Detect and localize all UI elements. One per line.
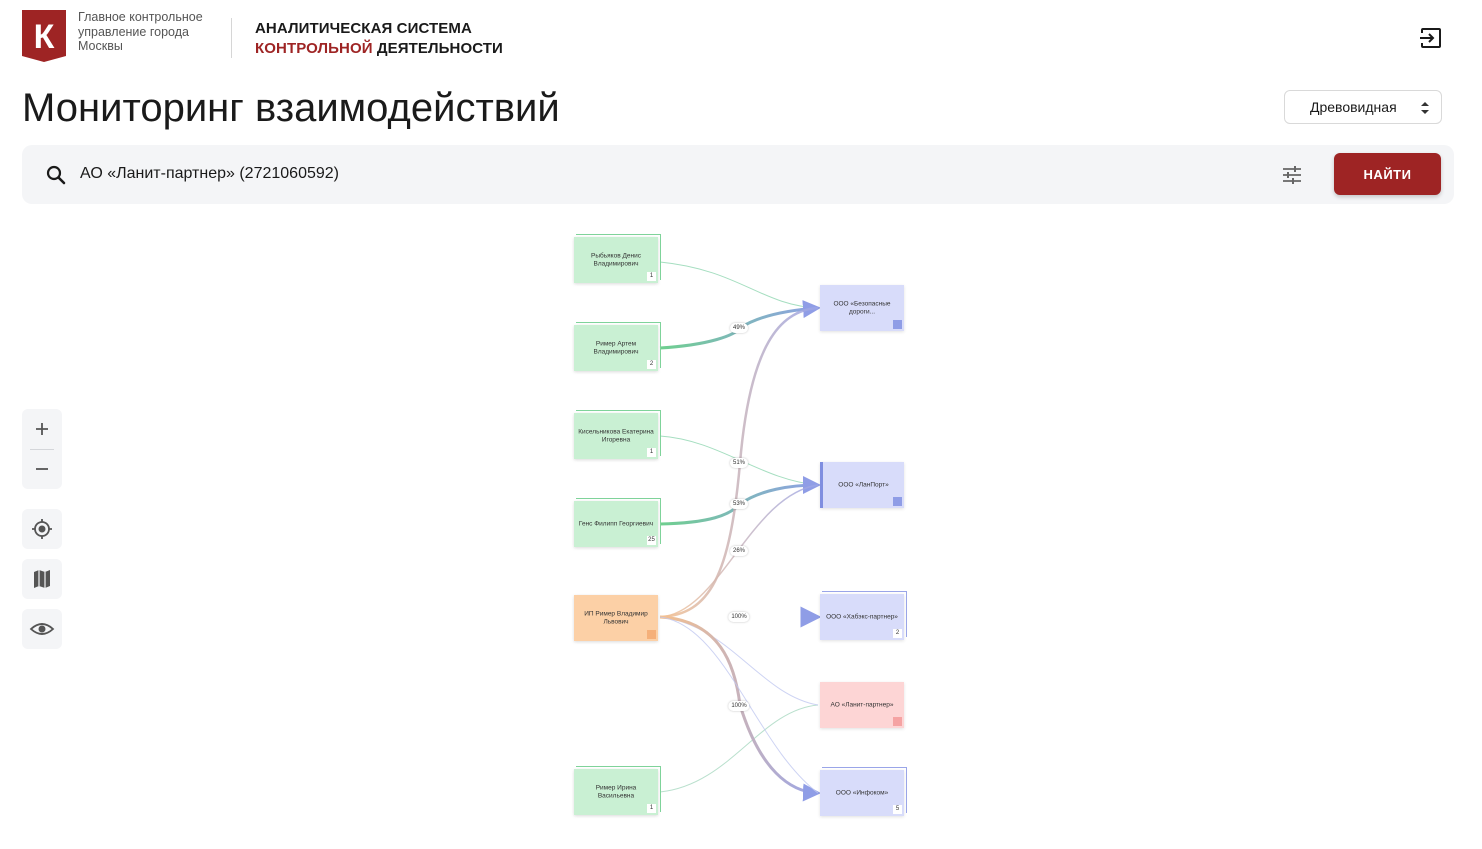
edge xyxy=(659,704,819,793)
graph-node-ip[interactable]: ИП Ример Владимир Львович 1 xyxy=(574,595,658,641)
node-label: Ример Артем Владимирович xyxy=(593,340,639,356)
logo[interactable]: К xyxy=(22,10,66,62)
zoom-out-button[interactable] xyxy=(22,449,62,489)
node-label: Рыбьяков Денис Владимирович xyxy=(591,252,641,268)
node-label: АО «Ланит-партнер» xyxy=(830,701,894,709)
graph-node-org[interactable]: ООО «Инфоком» 5 xyxy=(820,767,907,816)
select-arrows-icon xyxy=(1421,101,1429,115)
node-label: ООО «Инфоком» xyxy=(835,789,889,797)
graph-node-org[interactable]: ООО «Безопасные дороги... 3 xyxy=(820,285,904,331)
view-mode-select[interactable]: Древовидная xyxy=(1284,90,1442,124)
eye-icon xyxy=(29,623,55,635)
plus-icon xyxy=(36,423,48,435)
node-label: ООО «ЛанПорт» xyxy=(838,481,889,489)
edge-percent-label: 51% xyxy=(729,458,749,468)
minus-icon xyxy=(36,468,48,470)
zoom-controls xyxy=(22,409,62,489)
node-count: 1 xyxy=(647,272,656,281)
header-divider xyxy=(231,18,232,58)
system-title: АНАЛИТИЧЕСКАЯ СИСТЕМА КОНТРОЛЬНОЙ ДЕЯТЕЛ… xyxy=(255,19,503,59)
edge xyxy=(659,261,819,309)
edge-percent-label: 26% xyxy=(729,546,749,556)
node-count: 3 xyxy=(893,320,902,329)
graph-node-person[interactable]: Ример Ирина Васильевна 1 xyxy=(574,766,661,815)
graph-node-person[interactable]: Кисельникова Екатерина Игоревна 1 xyxy=(574,410,661,459)
node-label: ИП Ример Владимир Львович xyxy=(584,610,648,626)
system-title-line1: АНАЛИТИЧЕСКАЯ СИСТЕМА xyxy=(255,20,472,37)
svg-text:К: К xyxy=(34,18,55,56)
system-title-line2: КОНТРОЛЬНОЙ ДЕЯТЕЛЬНОСТИ xyxy=(255,39,503,59)
app-header: К Главное контрольное управление города … xyxy=(0,0,1482,78)
center-button[interactable] xyxy=(22,509,62,549)
view-mode-value: Древовидная xyxy=(1310,99,1397,115)
graph-node-org[interactable]: ООО «Хабэкс-партнер» 2 xyxy=(820,591,907,640)
node-label: Ример Ирина Васильевна xyxy=(595,784,637,800)
logout-icon[interactable] xyxy=(1418,25,1444,51)
edge-percent-label: 100% xyxy=(728,612,750,622)
graph-node-person[interactable]: Рыбьяков Денис Владимирович 1 xyxy=(574,234,661,283)
node-label: ООО «Безопасные дороги... xyxy=(833,300,891,316)
node-count: 2 xyxy=(893,629,902,638)
node-count: 1 xyxy=(647,630,656,639)
page-title: Мониторинг взаимодействий xyxy=(22,86,560,130)
graph-node-person[interactable]: Генс Филипп Георгиевич 25 xyxy=(574,498,661,547)
graph-node-org[interactable]: ООО «ЛанПорт» 3 xyxy=(820,462,904,508)
node-count: 5 xyxy=(893,805,902,814)
find-button[interactable]: НАЙТИ xyxy=(1334,153,1441,195)
node-label: ООО «Хабэкс-партнер» xyxy=(826,613,898,621)
node-count: 2 xyxy=(893,717,902,726)
node-count: 1 xyxy=(647,804,656,813)
target-icon xyxy=(32,519,52,539)
zoom-in-button[interactable] xyxy=(22,409,62,449)
node-label: Генс Филипп Георгиевич xyxy=(578,520,654,528)
edge-percent-label: 100% xyxy=(728,701,750,711)
node-count: 3 xyxy=(893,497,902,506)
node-count: 1 xyxy=(647,448,656,457)
org-name: Главное контрольное управление города Мо… xyxy=(78,10,203,53)
edge xyxy=(659,616,819,794)
map-icon xyxy=(34,570,50,588)
search-icon xyxy=(45,164,67,186)
interaction-graph: Рыбьяков Денис Владимирович 1 Ример Арте… xyxy=(560,225,920,825)
filter-settings-icon[interactable] xyxy=(1280,164,1304,186)
map-button[interactable] xyxy=(22,559,62,599)
search-input[interactable] xyxy=(80,159,1230,189)
node-label: Кисельникова Екатерина Игоревна xyxy=(578,428,654,444)
edge-percent-label: 49% xyxy=(729,323,749,333)
edge xyxy=(659,616,819,706)
search-bar: НАЙТИ xyxy=(22,145,1454,204)
edge-percent-label: 53% xyxy=(729,499,749,509)
system-title-rest: ДЕЯТЕЛЬНОСТИ xyxy=(372,40,503,57)
node-count: 2 xyxy=(647,360,656,369)
graph-node-target[interactable]: АО «Ланит-партнер» 2 xyxy=(820,682,904,728)
zoom-divider xyxy=(30,449,54,450)
system-title-accent: КОНТРОЛЬНОЙ xyxy=(255,40,373,57)
visibility-button[interactable] xyxy=(22,609,62,649)
graph-node-person[interactable]: Ример Артем Владимирович 2 xyxy=(574,322,661,371)
node-count: 25 xyxy=(647,536,656,545)
